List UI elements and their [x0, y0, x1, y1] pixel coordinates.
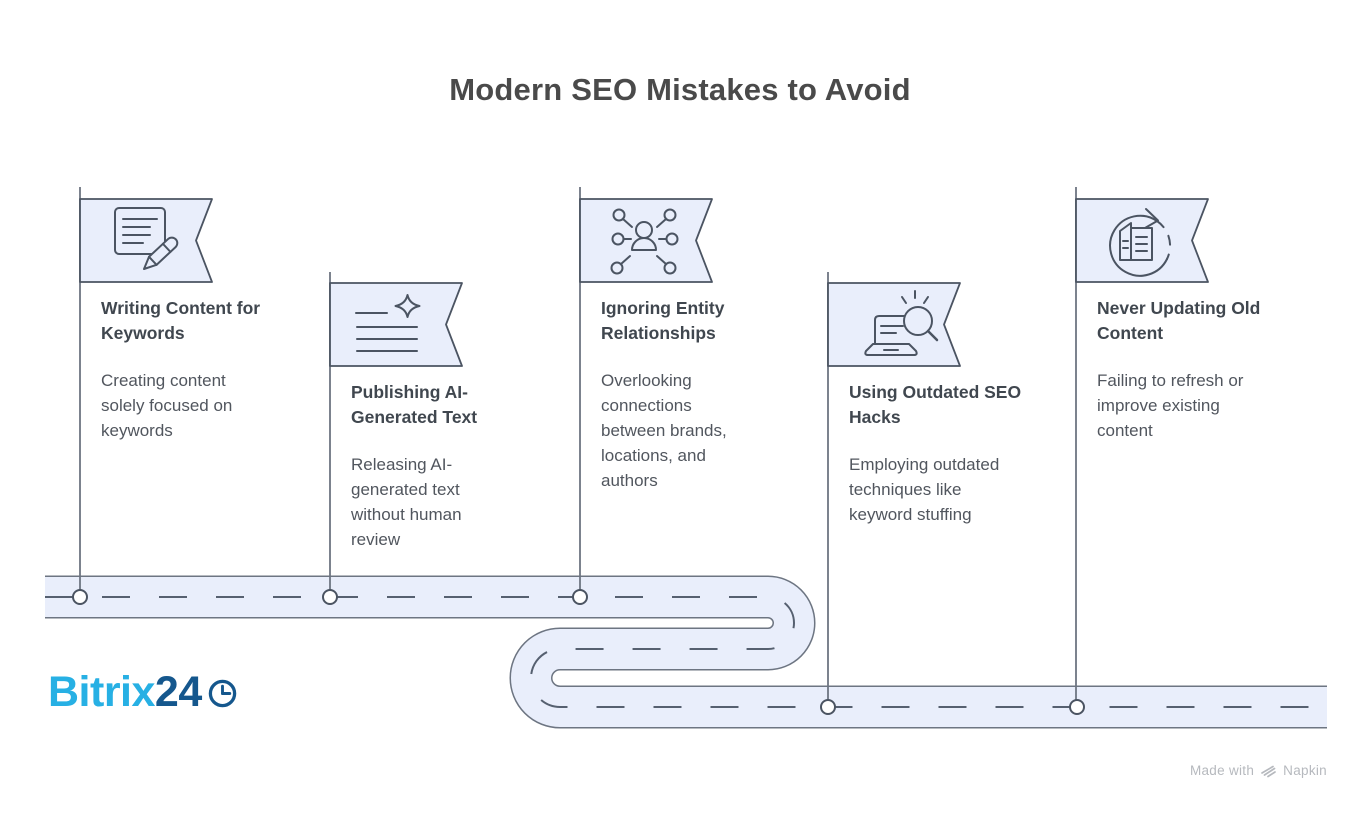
milestone-card-3: Ignoring Entity Relationships Overlookin…	[601, 296, 809, 493]
road-node	[820, 699, 836, 715]
winding-road	[45, 575, 1327, 729]
milestone-description: Failing to refresh or improve existing c…	[1097, 371, 1244, 440]
milestone-card-2: Publishing AI- Generated Text Releasing …	[351, 380, 559, 552]
flag-banner	[79, 198, 213, 283]
ai-text-sparkle-icon	[355, 294, 421, 352]
milestone-heading: Writing Content for Keywords	[101, 298, 261, 343]
credit-prefix: Made with	[1189, 763, 1255, 778]
milestone-description: Employing outdated techniques like keywo…	[849, 455, 1000, 524]
entity-network-icon	[610, 208, 679, 275]
page-title: Modern SEO Mistakes to Avoid	[449, 72, 911, 107]
flag-banner	[329, 282, 463, 367]
credit-name: Napkin	[1283, 763, 1327, 778]
clock-icon	[208, 679, 237, 708]
milestone-card-1: Writing Content for Keywords Creating co…	[101, 296, 309, 443]
road-center-dashes	[45, 596, 1327, 708]
milestone-heading: Using Outdated SEO Hacks	[849, 382, 1022, 427]
milestone-description: Overlooking connections between brands, …	[601, 371, 727, 490]
document-pencil-icon	[114, 207, 179, 270]
milestone-heading: Never Updating Old Content	[1097, 298, 1261, 343]
napkin-logo-icon	[1261, 765, 1277, 778]
road-node	[572, 589, 588, 605]
logo-text-bitrix: Bitrix	[48, 668, 155, 716]
road-nodes	[72, 589, 1085, 715]
flag-banners	[79, 198, 1209, 367]
refresh-content-icon	[1109, 208, 1172, 277]
laptop-search-icon	[864, 290, 939, 356]
milestone-card-4: Using Outdated SEO Hacks Employing outda…	[849, 380, 1057, 527]
napkin-credit: Made with Napkin	[1190, 763, 1327, 778]
milestone-description: Releasing AI- generated text without hum…	[351, 455, 462, 549]
flag-banner	[1075, 198, 1209, 283]
milestone-heading: Ignoring Entity Relationships	[601, 298, 725, 343]
flag-banner	[579, 198, 713, 283]
road-node	[1069, 699, 1085, 715]
logo-text-24: 24	[154, 668, 202, 716]
road-node	[72, 589, 88, 605]
road-node	[322, 589, 338, 605]
milestone-card-5: Never Updating Old Content Failing to re…	[1097, 296, 1305, 443]
milestone-heading: Publishing AI- Generated Text	[351, 382, 478, 427]
flag-banner	[827, 282, 961, 367]
milestone-description: Creating content solely focused on keywo…	[101, 371, 233, 440]
